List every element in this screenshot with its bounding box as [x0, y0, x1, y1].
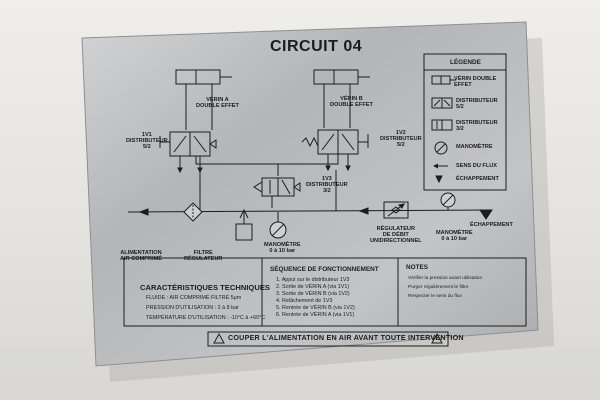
cylinder-a-symbol — [175, 69, 232, 94]
supply-label: ALIMENTATION AIR COMPRIMÉ — [120, 250, 162, 263]
legend-title: LÉGENDE — [450, 59, 481, 66]
cylinder-b-label: VÉRIN B DOUBLE EFFET — [330, 96, 373, 109]
info-frame — [123, 257, 527, 327]
pressure-regulator-symbol — [235, 208, 253, 241]
valve-1v2-symbol — [301, 129, 369, 172]
notes-item: Purger régulièrement le filtre — [408, 285, 469, 290]
valve-1v1-symbol — [159, 131, 217, 174]
sequence-step: 1. Appui sur le distributeur 1V3 — [276, 277, 350, 283]
legend-label-cylinder: VÉRIN DOUBLE EFFET — [454, 76, 497, 89]
sequence-step: 5. Rentrée de VÉRIN B (via 1V2) — [276, 305, 355, 311]
filter-label: FILTRE RÉGULATEUR — [184, 250, 223, 263]
legend-label-gauge: MANOMÈTRE — [456, 144, 493, 150]
valve-1v3-symbol — [253, 177, 301, 208]
legend-gauge-icon — [434, 141, 448, 155]
specs-item: FLUIDE : AIR COMPRIMÉ FILTRÉ 5μm — [146, 295, 242, 301]
exhaust-symbol — [479, 209, 493, 220]
notes-item: Vérifier la pression avant utilisation — [408, 276, 483, 281]
warning-text: COUPER L'ALIMENTATION EN AIR AVANT TOUTE… — [228, 333, 464, 342]
legend-exhaust-icon — [435, 175, 443, 184]
legend-cylinder-icon — [431, 75, 456, 85]
flow-regulator-symbol — [383, 201, 409, 219]
notes-title: NOTES — [406, 264, 429, 271]
legend-label-flow: SENS DU FLUX — [456, 163, 498, 169]
notes-item: Respecter le sens du flux — [408, 294, 462, 299]
flow-regulator-label: RÉGULATEUR DE DÉBIT UNIDIRECTIONNEL — [370, 226, 422, 245]
sequence-title: SÉQUENCE DE FONCTIONNEMENT — [270, 266, 379, 273]
specs-title: CARACTÉRISTIQUES TECHNIQUES — [140, 283, 270, 292]
legend-label-valve-3-2: DISTRIBUTEUR 3/2 — [456, 120, 498, 133]
valve-1v2-label: 1V2 DISTRIBUTEUR 5/2 — [380, 130, 422, 149]
legend-box — [423, 53, 507, 191]
gauge-1-label: MANOMÈTRE 0 à 10 bar — [264, 242, 301, 255]
gauge-2-label: MANOMÈTRE 0 à 10 bar — [436, 230, 473, 243]
cylinder-a-label: VÉRIN A DOUBLE EFFET — [196, 97, 239, 110]
sequence-step: 4. Relâchement de 1V3 — [276, 298, 333, 304]
sequence-step: 3. Sortie de VÉRIN B (via 1V2) — [276, 291, 350, 297]
valve-1v1-label: 1V1 DISTRIBUTEUR 5/2 — [126, 132, 168, 151]
filter-regulator-symbol — [183, 202, 203, 222]
sequence-step: 6. Rentrée de VÉRIN A (via 1V1) — [276, 312, 355, 318]
warning-frame — [207, 331, 449, 347]
diagram-title: CIRCUIT 04 — [270, 38, 363, 55]
exhaust-label: ÉCHAPPEMENT — [470, 222, 513, 228]
specs-item: TEMPÉRATURE D'UTILISATION : -10°C à +60°… — [146, 315, 266, 321]
sequence-step: 2. Sortie de VÉRIN A (via 1V1) — [276, 284, 350, 290]
legend-valve-3-2-icon — [431, 119, 453, 131]
legend-valve-5-2-icon — [431, 97, 453, 109]
valve-1v3-label: 1V3 DISTRIBUTEUR 3/2 — [306, 176, 348, 195]
specs-item: PRESSION D'UTILISATION : 2 à 8 bar — [146, 305, 239, 311]
legend-label-exhaust: ÉCHAPPEMENT — [456, 176, 499, 182]
cylinder-b-symbol — [313, 69, 370, 94]
legend-label-valve-5-2: DISTRIBUTEUR 5/2 — [456, 98, 498, 111]
